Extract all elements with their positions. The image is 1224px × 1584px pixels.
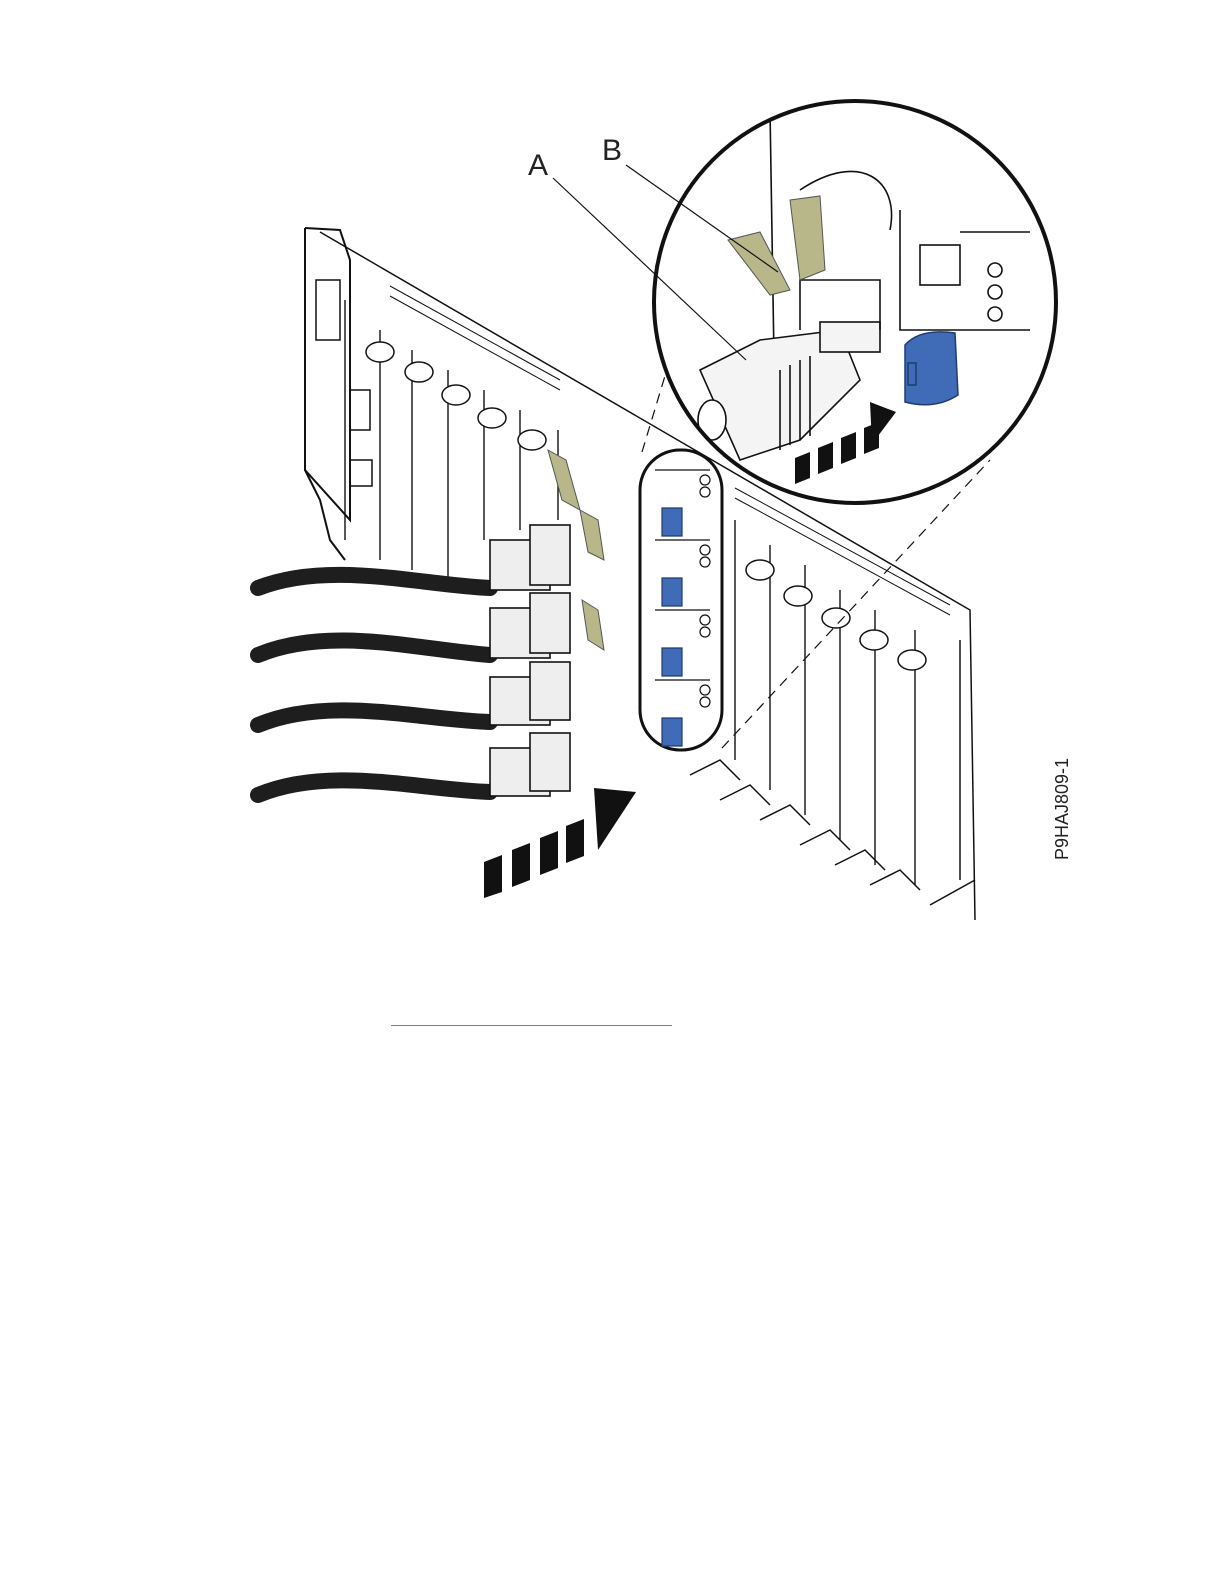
power-cord-install-diagram: A B (0, 0, 1224, 1000)
power-cord-icon (258, 525, 570, 796)
retention-latch-icon (662, 508, 682, 746)
callout-b: B (602, 134, 622, 167)
magnifier-circle-icon (654, 101, 1056, 503)
figure-id-label: P9HAJ809-1 (1052, 758, 1073, 860)
callout-a: A (528, 149, 548, 182)
hyperlink-underline[interactable] (391, 1025, 672, 1026)
insert-arrow-icon (484, 788, 636, 898)
power-supply-bays (640, 450, 722, 750)
